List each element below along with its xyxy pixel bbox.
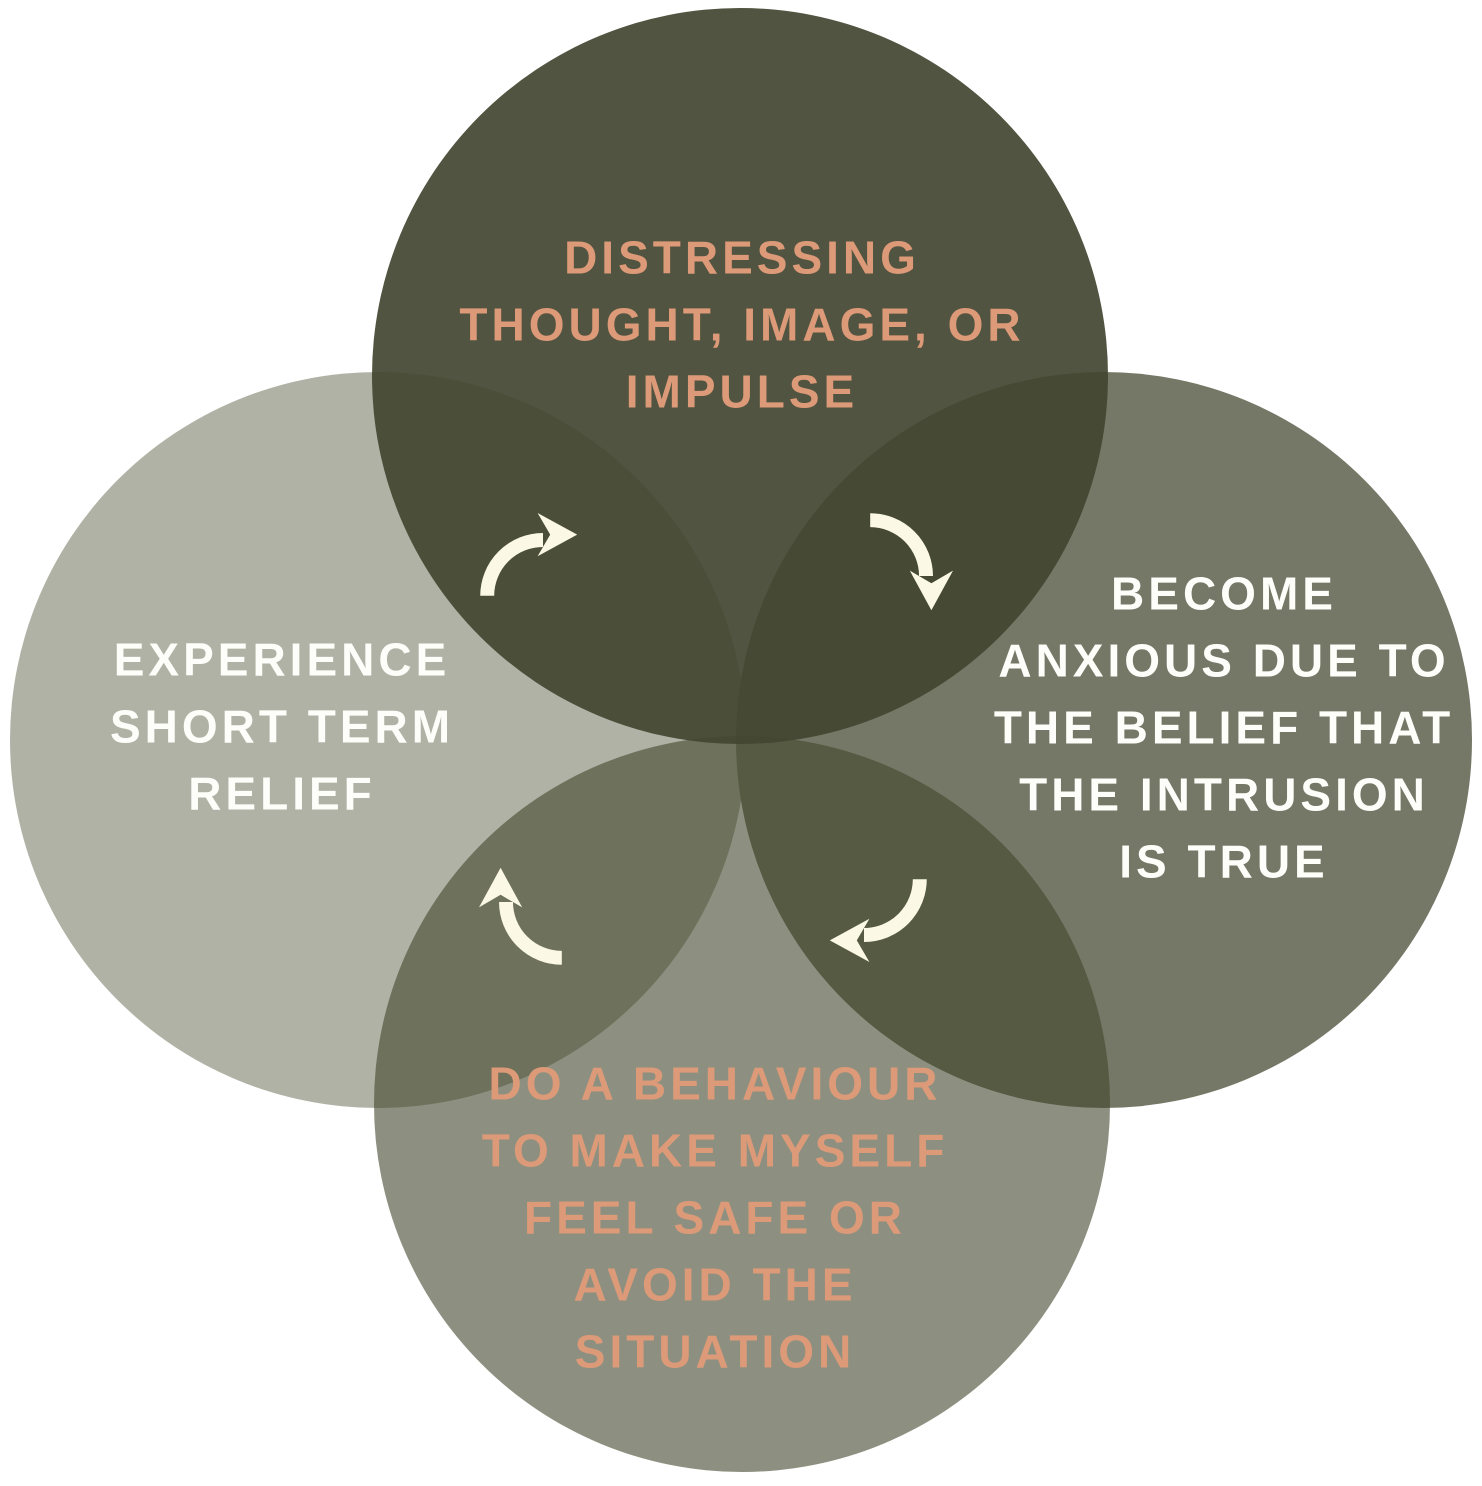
label-line: AVOID THE [573, 1258, 857, 1311]
label-short-term-relief: EXPERIENCE SHORT TERM RELIEF [110, 627, 454, 828]
label-line: DO A BEHAVIOUR [488, 1057, 942, 1110]
label-line: TO MAKE MYSELF [481, 1124, 949, 1177]
label-line: THE INTRUSION [1019, 768, 1429, 821]
cycle-arrow-bottom-to-left-icon [461, 866, 569, 974]
label-safety-behaviour: DO A BEHAVIOUR TO MAKE MYSELF FEEL SAFE … [482, 1051, 949, 1386]
label-line: RELIEF [188, 767, 376, 820]
cycle-arrow-left-to-top-icon [471, 495, 579, 603]
label-line: ANXIOUS DUE TO [998, 634, 1450, 687]
label-line: IMPULSE [625, 365, 859, 418]
label-line: DISTRESSING [564, 231, 920, 284]
label-line: EXPERIENCE [113, 633, 451, 686]
label-line: BECOME [1111, 567, 1337, 620]
label-line: IS TRUE [1119, 835, 1329, 888]
label-line: THOUGHT, IMAGE, OR [459, 298, 1025, 351]
cycle-arrow-right-to-bottom-icon [828, 872, 936, 980]
label-line: SHORT TERM [109, 700, 455, 753]
cycle-arrow-top-to-right-icon [863, 504, 971, 612]
label-line: FEEL SAFE OR [524, 1191, 906, 1244]
label-line: SITUATION [574, 1325, 856, 1378]
label-become-anxious: BECOME ANXIOUS DUE TO THE BELIEF THAT TH… [994, 561, 1454, 896]
label-distressing-thought: DISTRESSING THOUGHT, IMAGE, OR IMPULSE [459, 225, 1024, 426]
circle-distressing-thought [372, 8, 1108, 744]
label-line: THE BELIEF THAT [993, 701, 1455, 754]
circle-safety-behaviour [374, 736, 1110, 1472]
